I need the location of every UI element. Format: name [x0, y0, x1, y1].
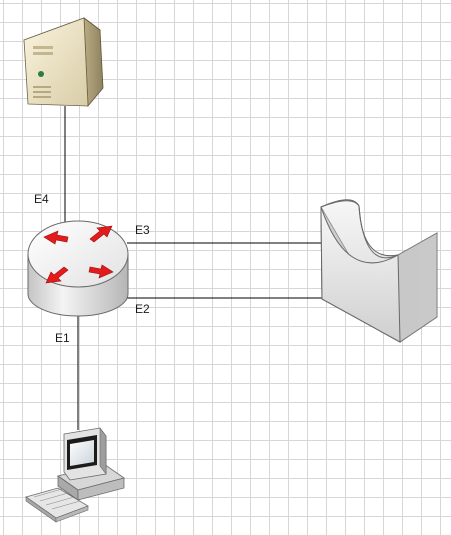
router-icon[interactable]: [27, 220, 129, 317]
server-tower-icon[interactable]: [23, 17, 104, 108]
port-label-e3: E3: [135, 223, 150, 237]
firewall-icon[interactable]: [320, 199, 438, 343]
router-arrows-icon: [43, 225, 114, 284]
desktop-computer-icon[interactable]: [25, 427, 125, 523]
port-label-e1: E1: [55, 331, 70, 345]
port-label-e2: E2: [135, 302, 150, 316]
port-label-e4: E4: [34, 192, 49, 206]
